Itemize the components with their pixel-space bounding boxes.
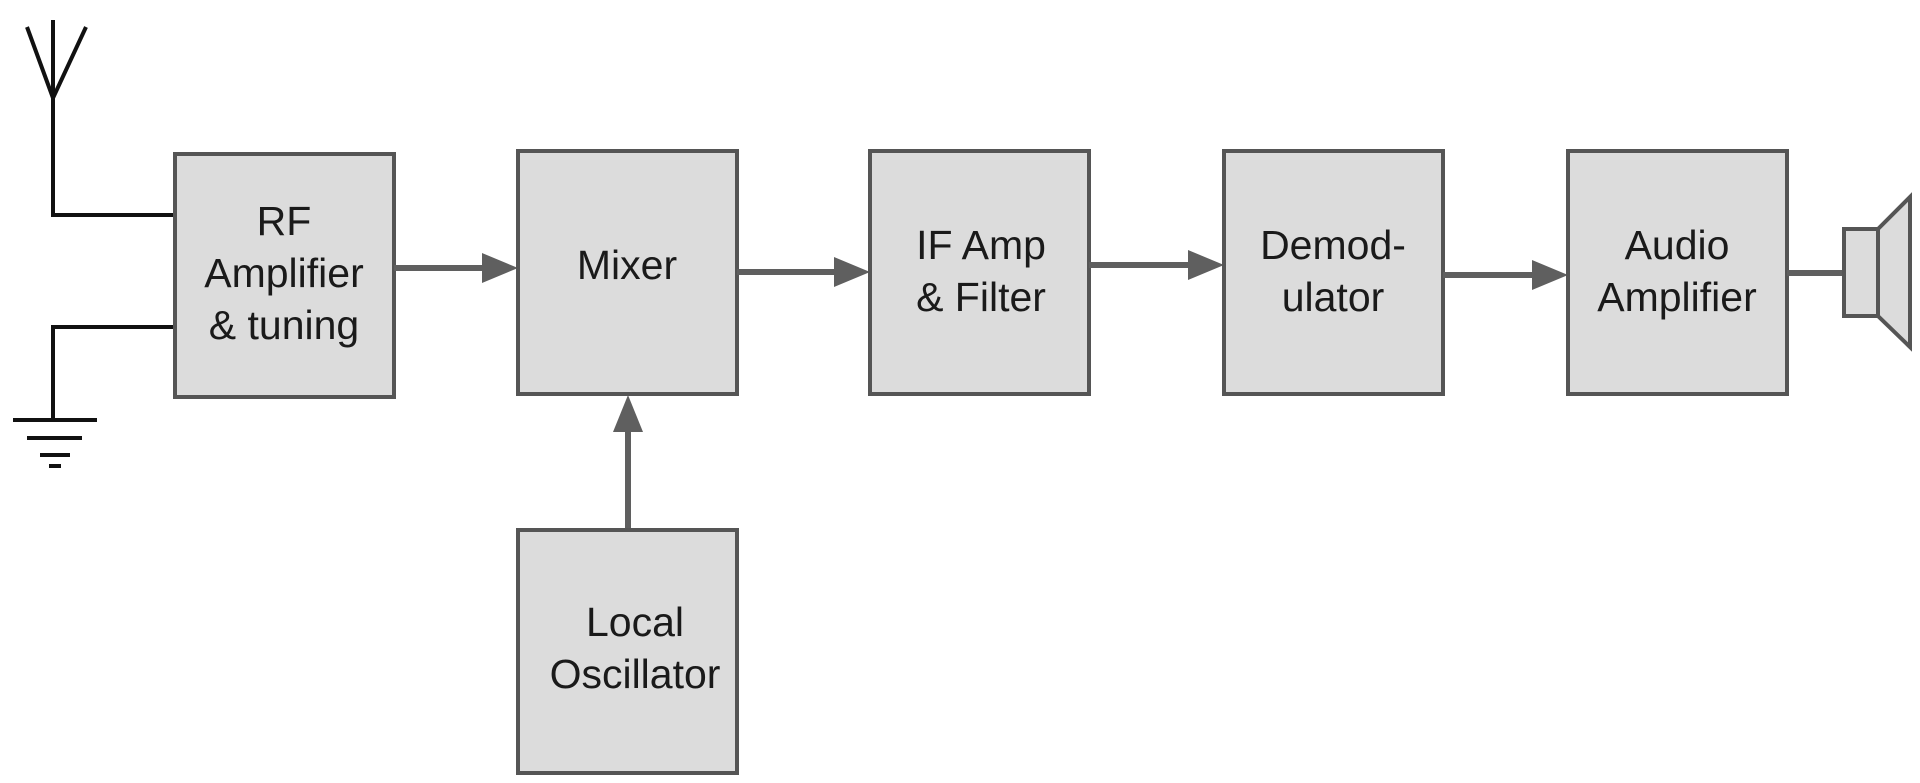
local-oscillator-block: Local Oscillator (516, 528, 739, 775)
arrow-mixer-to-if (737, 257, 870, 287)
rf-label-line-3: & tuning (209, 302, 359, 348)
audio-label-line-2: Amplifier (1597, 274, 1756, 320)
audio-amplifier-block: Audio Amplifier (1566, 149, 1789, 396)
arrow-if-to-demodulator (1089, 250, 1224, 280)
arrow-rf-to-mixer (394, 253, 518, 283)
if-amp-filter-block: IF Amp & Filter (868, 149, 1091, 396)
if-label-line-1: IF Amp (916, 222, 1046, 268)
lo-label-line-2: Oscillator (550, 651, 721, 697)
arrow-demodulator-to-audio (1443, 260, 1568, 290)
rf-amplifier-block: RF Amplifier & tuning (173, 152, 396, 399)
rf-label-line-1: RF (257, 198, 312, 244)
speaker-icon (1842, 192, 1912, 352)
mixer-label: Mixer (577, 242, 677, 288)
mixer-block: Mixer (516, 149, 739, 396)
demod-label-line-2: ulator (1282, 274, 1385, 320)
if-label-line-2: & Filter (916, 274, 1046, 320)
ground-icon (13, 325, 174, 468)
rf-label-line-2: Amplifier (204, 250, 363, 296)
arrow-oscillator-to-mixer (613, 395, 643, 530)
antenna-icon (25, 20, 174, 217)
audio-label-line-1: Audio (1625, 222, 1730, 268)
lo-label-line-1: Local (586, 599, 684, 645)
demodulator-block: Demod- ulator (1222, 149, 1445, 396)
demod-label-line-1: Demod- (1260, 222, 1406, 268)
